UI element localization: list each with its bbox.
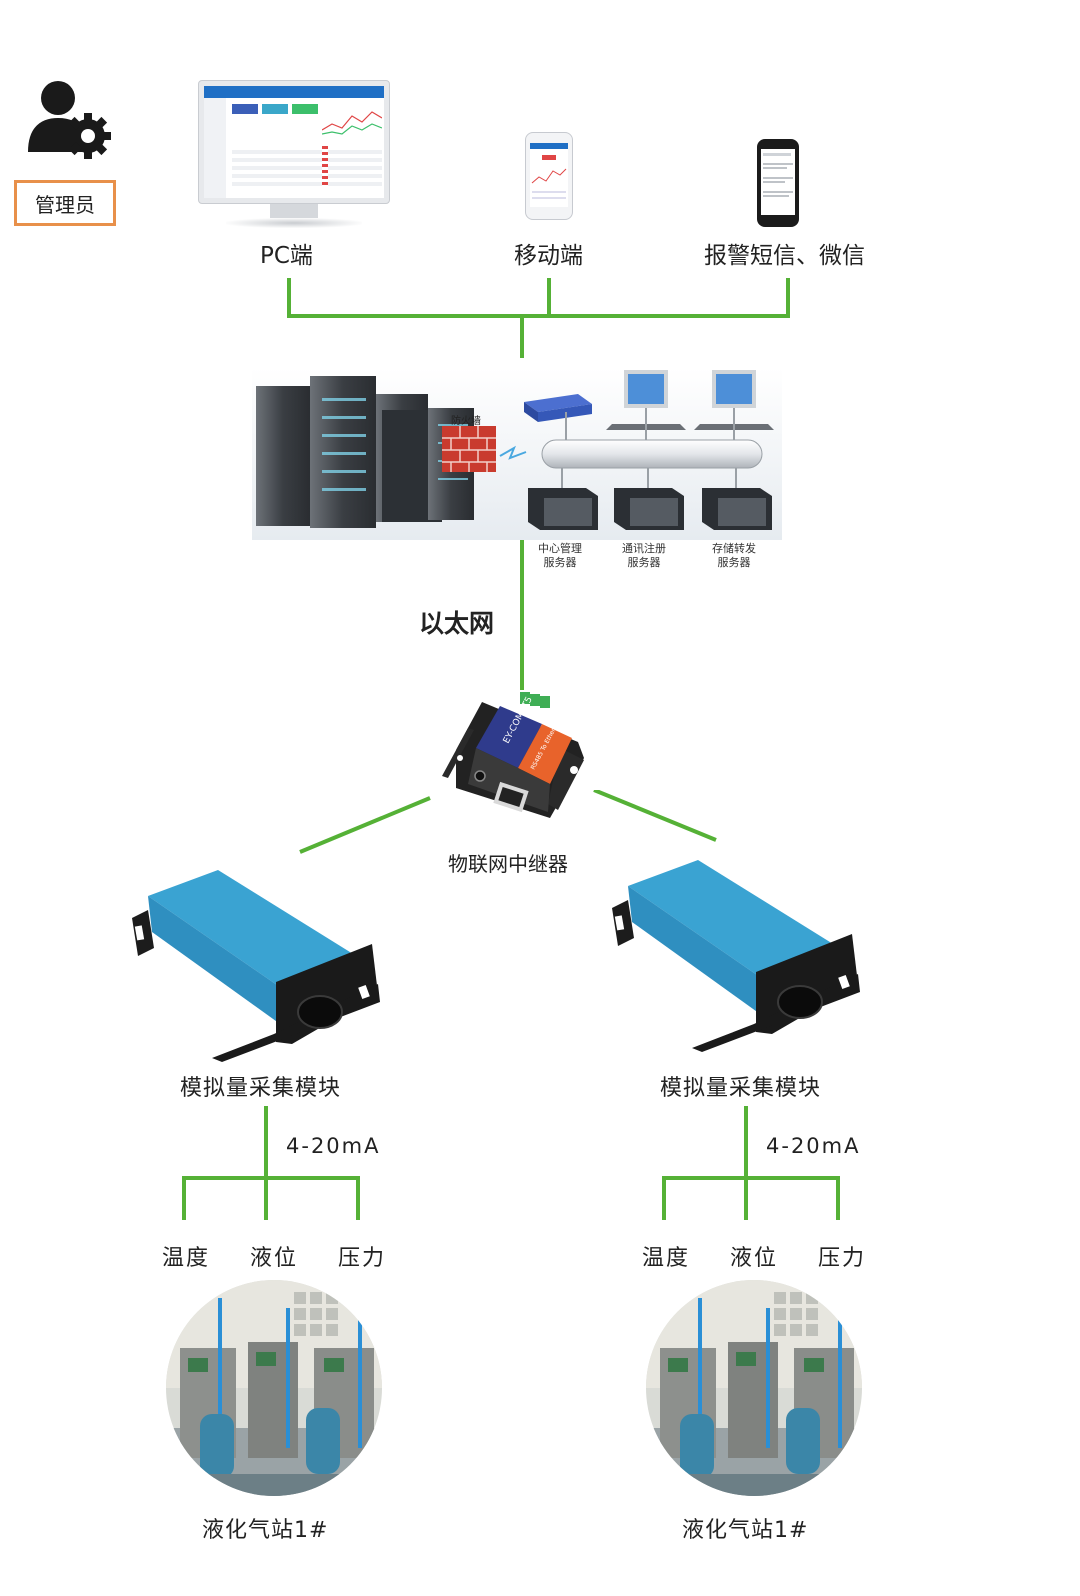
station-label-left: 液化气站1# [202,1518,329,1543]
admin-label: 管理员 [35,192,95,217]
gas-station-photo-right [646,1280,862,1496]
alert-phone [757,139,799,227]
wire-client-bus [287,314,790,318]
sensor-level: 液位 [250,1246,299,1271]
wire-sensor-right-1 [662,1176,666,1220]
wire-sensor-left-3 [356,1176,360,1220]
pc-label: PC端 [260,243,313,269]
server-caption-line: 通讯注册 [622,542,666,555]
admin-settings-icon [28,81,111,159]
sensor-level: 液位 [730,1246,779,1271]
gateway-label: 物联网中继器 [448,852,568,876]
server-caption-line: 服务器 [627,556,661,569]
acquisition-module-left [132,870,380,1062]
alerts-label: 报警短信、微信 [704,243,865,269]
server-caption-line: 中心管理 [538,542,582,555]
ethernet-label: 以太网 [419,609,495,638]
wire-sensor-left-1 [182,1176,186,1220]
wire-sensor-bus-right [662,1176,840,1180]
sensor-pressure: 压力 [818,1246,867,1271]
sensor-temperature: 温度 [162,1246,211,1271]
wire-module-right [744,1106,748,1180]
wire-pc [287,278,291,318]
server-caption-line: 服务器 [543,556,577,569]
monitor-stand [270,204,318,218]
admin-label-box: 管理员 [14,180,116,226]
server-caption-storage: 存储转发 服务器 [702,542,766,570]
wire-sensor-right-2 [744,1176,748,1220]
wire-alerts [786,278,790,318]
server-room [252,368,782,540]
monitor-base [226,218,362,228]
workstation-icon [606,370,686,440]
wire-sensor-right-3 [836,1176,840,1220]
pc-monitor [198,80,390,204]
mobile-label: 移动端 [514,243,583,269]
wire-sensor-left-2 [264,1176,268,1220]
iot-gateway-device: EY-COM8T5 RS485 To Ethernet Converter [442,690,584,818]
wire-sensor-bus-left [182,1176,360,1180]
acquisition-module-right [612,860,860,1052]
workstation-icon [694,370,774,440]
server-caption-center: 中心管理 服务器 [528,542,592,570]
firewall-icon [442,426,496,472]
mobile-phone [525,132,573,220]
pc-dashboard-screen [204,86,384,198]
firewall-label: 防火墙 [451,416,481,427]
sensor-pressure: 压力 [338,1246,387,1271]
wire-gateway-to-modules [299,790,717,854]
station-label-right: 液化气站1# [682,1518,809,1543]
module-label-right: 模拟量采集模块 [660,1076,822,1101]
module-label-left: 模拟量采集模块 [180,1076,342,1101]
sensor-temperature: 温度 [642,1246,691,1271]
server-caption-line: 存储转发 [712,542,756,555]
signal-label-right: 4-20mA [766,1134,861,1158]
wire-module-left [264,1106,268,1180]
wire-to-servers [520,314,524,358]
server-caption-line: 服务器 [717,556,751,569]
wire-ethernet [520,540,524,690]
server-caption-registration: 通讯注册 服务器 [612,542,676,570]
wire-mobile [547,278,551,318]
signal-label-left: 4-20mA [286,1134,381,1158]
gas-station-photo-left [166,1280,382,1496]
